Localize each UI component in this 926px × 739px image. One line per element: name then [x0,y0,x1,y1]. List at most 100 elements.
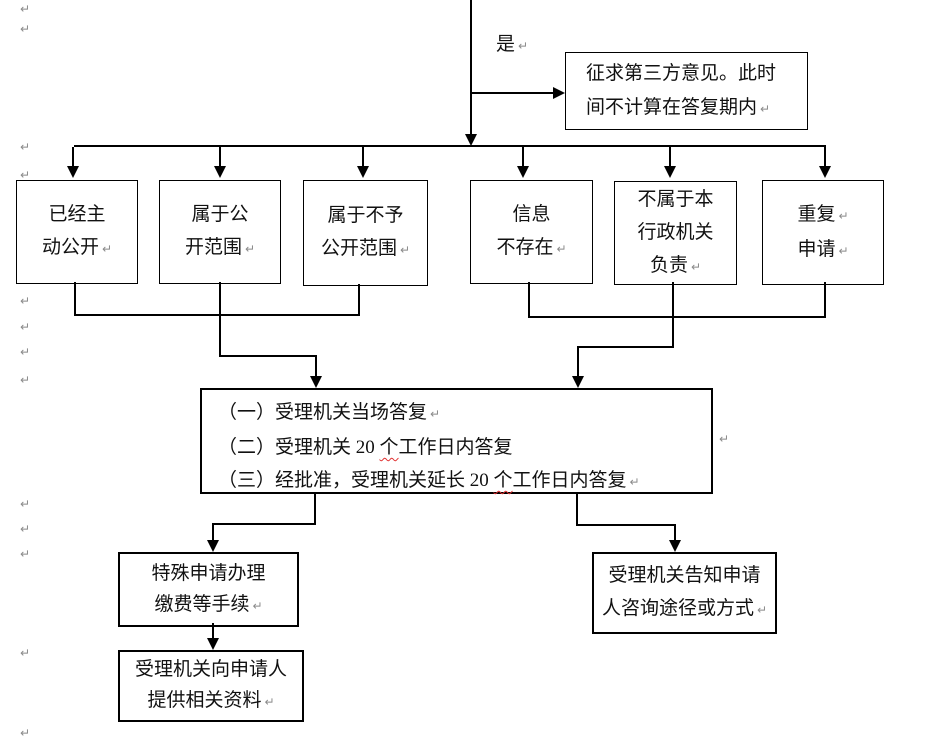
paragraph-mark: ↵ [20,22,31,36]
connector-line [219,147,221,166]
node-text-line: 已经主 [48,204,106,225]
connector-line [576,524,676,526]
node-text-line: 属于公 [191,204,249,225]
paragraph-mark: ↵ [20,547,31,561]
arrow-down-icon [207,638,219,650]
arrow-right-icon [553,87,565,99]
paragraph-mark: ↵ [838,243,849,258]
node-inform-channels: 受理机关告知申请 人咨询途径或方式↵ [592,552,777,634]
connector-line [358,284,360,315]
node-text-line: 不属于本 [637,188,714,210]
paragraph-mark: ↵ [20,522,31,536]
arrow-down-icon [310,376,322,388]
connector-line [674,524,676,541]
spellcheck-underline: 个 [493,470,513,491]
paragraph-mark: ↵ [719,432,730,446]
paragraph-mark: ↵ [244,242,256,256]
node-text-line: 重复↵ [797,203,849,225]
node-special-fee-procedure: 特殊申请办理 缴费等手续↵ [118,552,299,627]
paragraph-mark: ↵ [430,407,441,421]
node-text-line: 信息 [512,204,551,225]
connector-line [362,147,364,166]
node-text-line: 行政机关 [637,221,714,243]
node-text-line: 间不计算在答复期内↵ [586,96,771,118]
paragraph-mark: ↵ [20,294,31,308]
arrow-down-icon [214,166,226,178]
node-already-disclosed: 已经主 动公开↵ [16,180,138,284]
paragraph-mark: ↵ [690,259,702,274]
connector-line [824,282,826,318]
paragraph-mark: ↵ [20,2,31,16]
connector-line [528,316,826,318]
connector-line [672,282,674,348]
connector-line [212,523,214,541]
paragraph-mark: ↵ [838,208,849,223]
paragraph-mark: ↵ [252,598,263,613]
node-text-line: 提供相关资料↵ [147,690,275,711]
paragraph-mark: ↵ [760,101,771,116]
arrow-down-icon [819,166,831,178]
node-repeat-application: 重复↵ 申请↵ [762,180,884,285]
node-within-disclosure-scope: 属于公 开范围↵ [159,180,281,284]
connector-line [219,282,221,357]
node-text-line: （二）受理机关 20 个工作日内答复 [218,437,513,458]
connector-line [219,355,316,357]
arrow-down-icon [207,540,219,552]
node-text-line: 申请↵ [797,238,849,260]
paragraph-mark: ↵ [399,243,411,257]
paragraph-mark: ↵ [101,242,113,256]
paragraph-mark: ↵ [20,168,31,182]
node-info-not-exist: 信息 不存在↵ [470,180,593,284]
paragraph-mark: ↵ [20,646,31,660]
arrow-down-icon [664,166,676,178]
connector-line [74,282,76,315]
node-text-line: 特殊申请办理 [151,562,266,584]
connector-line [212,623,214,639]
paragraph-mark: ↵ [756,603,768,617]
connector-line [669,147,671,166]
connector-line [577,346,579,376]
paragraph-mark: ↵ [629,475,640,489]
connector-line [577,346,674,348]
connector-line [824,147,826,166]
node-text-line: 征求第三方意见。此时 [586,62,777,84]
spellcheck-underline: 个 [379,437,399,458]
node-text-line: 不存在↵ [496,237,567,258]
connector-line [528,282,530,318]
arrow-down-icon [357,166,369,178]
connector-line [74,314,360,316]
node-text-line: 受理机关告知申请 [608,565,761,586]
node-text-line: （一）受理机关当场答复↵ [218,402,441,423]
node-text-line: 开范围↵ [184,237,256,258]
arrow-down-icon [669,540,681,552]
paragraph-mark: ↵ [20,497,31,511]
node-not-for-disclosure: 属于不予 公开范围↵ [303,180,428,286]
node-seek-third-party-opinion: 征求第三方意见。此时 间不计算在答复期内↵ [565,52,808,130]
node-text-line: （三）经批准，受理机关延长 20 个工作日内答复↵ [218,470,640,491]
node-reply-methods: （一）受理机关当场答复↵ （二）受理机关 20 个工作日内答复 （三）经批准，受… [200,388,713,494]
node-text-line: 人咨询途径或方式↵ [601,598,768,619]
paragraph-mark: ↵ [518,39,529,53]
connector-line [471,92,553,94]
arrow-down-icon [465,134,477,146]
paragraph-mark: ↵ [20,373,31,387]
connector-line [522,147,524,166]
connector-line [213,523,316,525]
connector-line [576,494,578,526]
node-text-line: 缴费等手续↵ [154,593,263,615]
node-text-line: 受理机关向申请人 [134,659,287,680]
node-text-line: 公开范围↵ [320,238,411,259]
node-text-line: 属于不予 [327,205,404,226]
node-text-line: 负责↵ [649,254,702,276]
connector-line [74,145,826,147]
connector-line [314,494,316,525]
branch-label-yes: 是↵ [496,34,529,55]
arrow-down-icon [67,166,79,178]
paragraph-mark: ↵ [264,695,275,709]
paragraph-mark: ↵ [20,320,31,334]
node-provide-materials: 受理机关向申请人 提供相关资料↵ [118,650,304,722]
arrow-down-icon [572,376,584,388]
paragraph-mark: ↵ [20,345,31,359]
paragraph-mark: ↵ [20,726,31,739]
